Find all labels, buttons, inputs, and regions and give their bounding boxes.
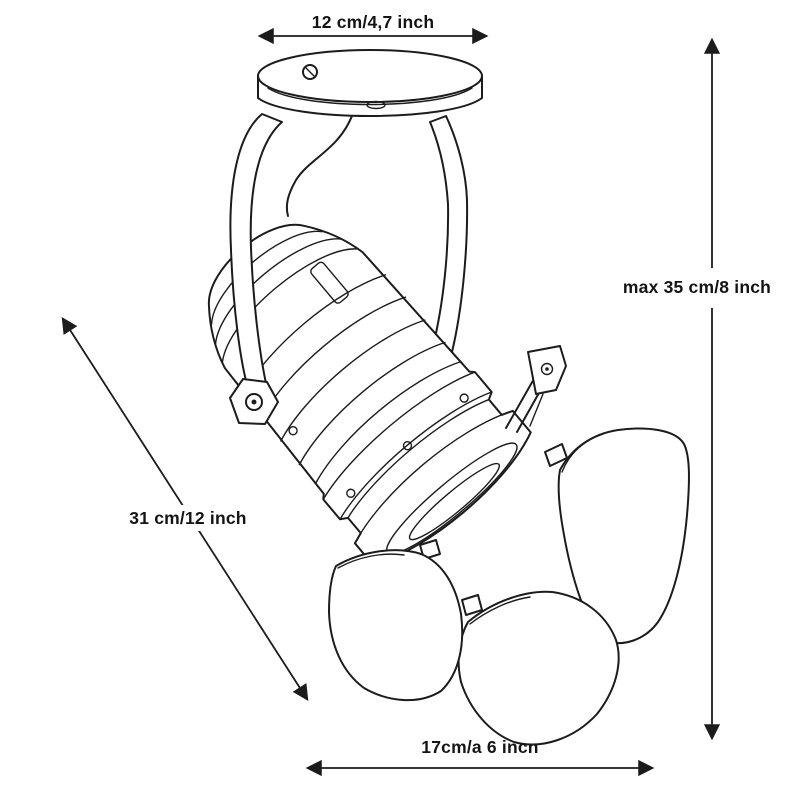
barn-door-bottom-left [328, 549, 464, 702]
ceiling-mount [257, 49, 483, 117]
barn-door-right [557, 427, 690, 645]
barn-door-bottom-left-flap [328, 549, 464, 702]
dim-diagonal-label-bg [108, 505, 268, 531]
dimension-diagonal: 31 cm/12 inch [61, 316, 309, 702]
hinge-tab-bottom [461, 594, 483, 616]
flange-bolt-top [459, 393, 469, 403]
barn-door-bottom-right [457, 590, 620, 746]
body-screw [288, 426, 298, 436]
dim-right-label: max 35 cm/8 inch [623, 277, 771, 297]
power-cable [285, 115, 353, 217]
lamp-back-ribs [210, 230, 358, 363]
barn-door-bottom-right-fold [469, 596, 531, 625]
dimension-bottom: 17cm/a 6 inch [305, 737, 655, 777]
mount-top [257, 49, 483, 103]
dimension-top: 12 cm/4,7 inch [257, 12, 489, 45]
mount-screw-slot [304, 66, 316, 78]
flange-bolt-front [402, 440, 413, 451]
barn-door-bottom-right-flap [457, 590, 620, 746]
barn-door-right-flap [557, 427, 690, 645]
barn-door-right-fold [561, 433, 604, 473]
pivot-knob [229, 378, 279, 425]
yoke-right-arm [429, 115, 469, 353]
dimension-right: max 35 cm/8 inch [623, 37, 771, 741]
body-label-slot [310, 261, 349, 304]
lens-inner-ring [408, 462, 500, 541]
dim-diagonal-label: 31 cm/12 inch [129, 508, 246, 528]
dim-top-label: 12 cm/4,7 inch [312, 12, 434, 32]
bracket-screw-dot [545, 367, 549, 371]
mount-cable-hole [366, 100, 386, 110]
dim-bottom-label: 17cm/a 6 inch [421, 737, 538, 757]
barn-door-bottom-left-fold [337, 553, 405, 569]
lamp-body-ribs [242, 274, 462, 485]
mount-screw-icon [302, 64, 318, 80]
lamp-flange-lines [322, 371, 493, 520]
barn-door-top [505, 345, 567, 433]
mount-rim-line [267, 87, 473, 106]
bracket-screw-icon [540, 362, 554, 376]
knob-center-dot [251, 399, 257, 405]
front-ring-back-edge [354, 410, 514, 544]
flange-bolt-bottom [346, 488, 356, 498]
bracket-pin [529, 393, 544, 427]
